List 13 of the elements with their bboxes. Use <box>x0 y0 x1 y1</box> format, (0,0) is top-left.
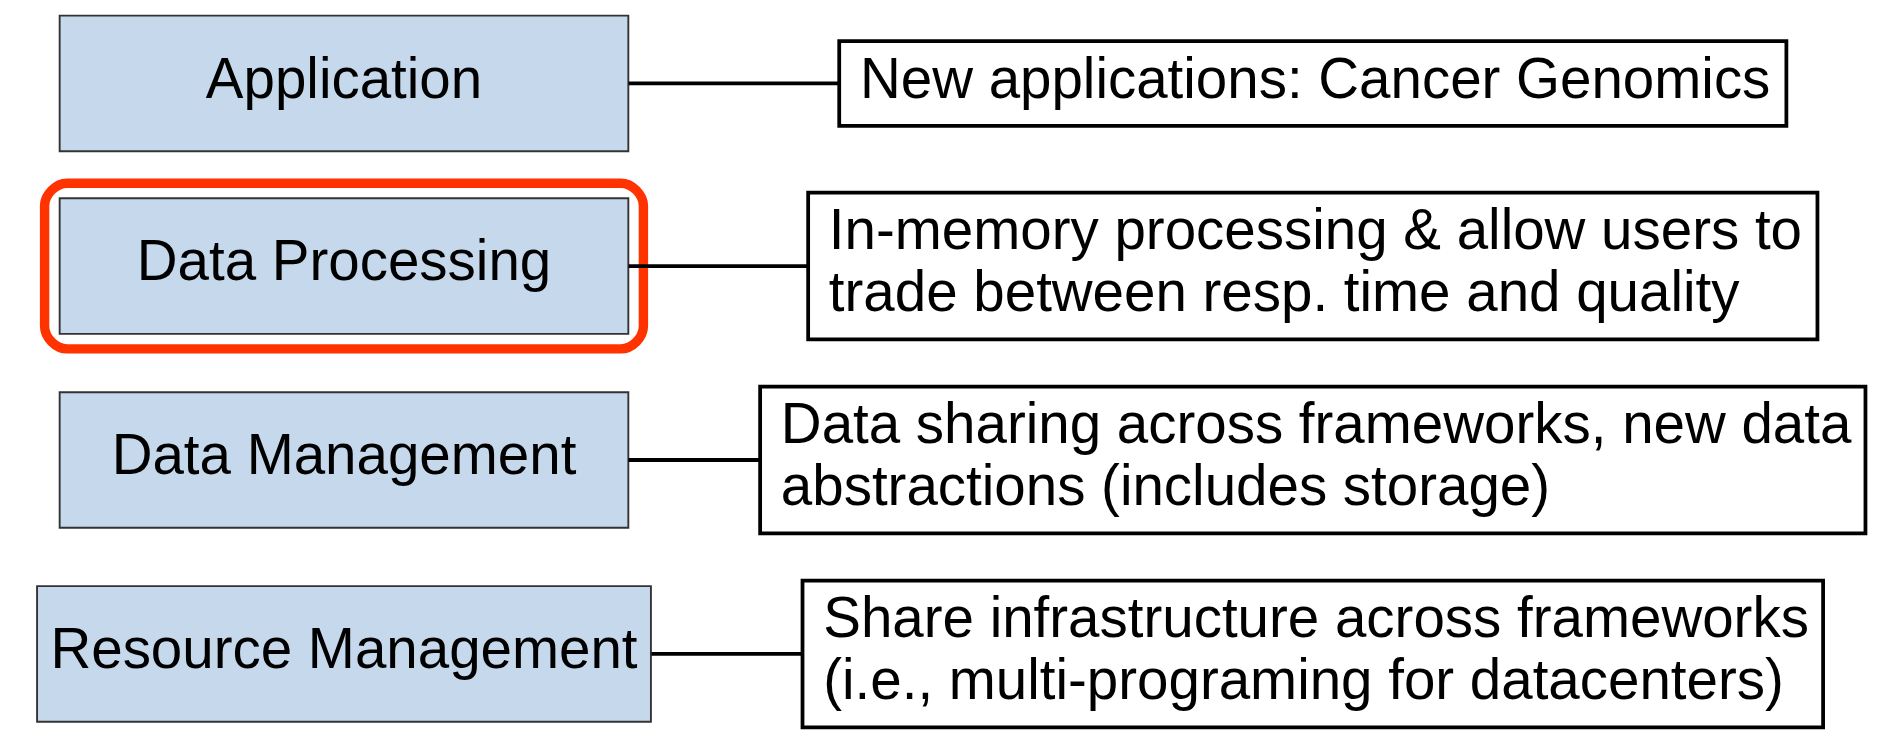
cluster <box>39 178 648 354</box>
node-box: Application <box>58 14 629 153</box>
node-box: Data Processing <box>58 197 629 335</box>
node-box: In-memory processing & allow users to trade between resp. time and quality <box>805 190 1819 342</box>
connector <box>628 81 839 86</box>
node-box: Resource Management <box>35 585 652 723</box>
node-box: Data sharing across frameworks, new data abstractions (includes storage) <box>757 384 1867 536</box>
node-box: Data Management <box>58 391 629 529</box>
connector <box>627 458 760 462</box>
connector <box>650 652 802 656</box>
connector <box>628 264 808 268</box>
node-box: Share infrastructure across frameworks (i.e., multi-programing for datacenters) <box>800 578 1825 730</box>
node-box: New applications: Cancer Genomics <box>836 39 1788 128</box>
